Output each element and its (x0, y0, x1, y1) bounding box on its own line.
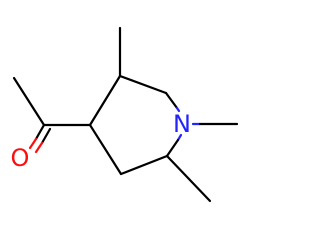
bond-c3-c2 (118, 74, 168, 95)
bond-carbonyl-oxygen-a-red (28, 137, 38, 150)
bond-c2-n (164, 91, 179, 110)
bond-c6-c5 (119, 154, 169, 176)
bond-c5-c4 (88, 123, 123, 176)
bond-c4-c3 (88, 74, 122, 127)
bond-c6-methyl (165, 154, 212, 203)
bond-carbonyl-oxygen-a (34, 123, 46, 141)
nitrogen-atom-label: N (173, 110, 191, 138)
bond-c2-n-hetero (175, 106, 181, 113)
bond-carbonyl-oxygen-b-red (34, 141, 44, 154)
bond-carbonyl-methyl (12, 76, 46, 127)
oxygen-atom-label: O (11, 144, 30, 172)
bond-carbonyl-oxygen-b (40, 127, 52, 145)
bond-n-c6-carbon (165, 138, 180, 158)
molecule-structure: N O (10, 26, 239, 203)
